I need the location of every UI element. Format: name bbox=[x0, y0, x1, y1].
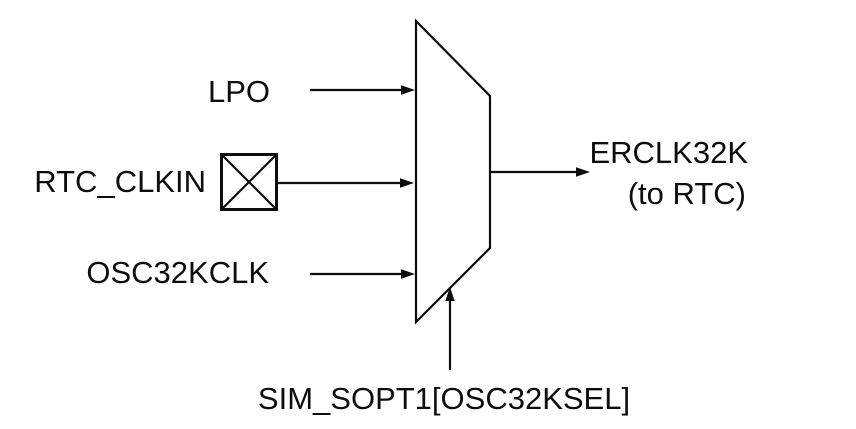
arrowhead-right-icon bbox=[576, 167, 590, 177]
arrowhead-up-icon bbox=[445, 287, 455, 301]
mux-shape bbox=[414, 18, 492, 325]
arrowhead-right-icon bbox=[400, 178, 414, 188]
erclk32k-destination-label: (to RTC) bbox=[628, 176, 746, 211]
osc32kclk-label: OSC32KCLK bbox=[86, 255, 269, 290]
lpo-input-arrow bbox=[310, 85, 415, 95]
pad-diagonal bbox=[222, 155, 276, 209]
rtc-clkin-input-arrow bbox=[278, 178, 414, 188]
erclk32k-label: ERCLK32K bbox=[589, 135, 748, 170]
arrowhead-right-icon bbox=[401, 269, 415, 279]
osc32kclk-input-arrow bbox=[310, 269, 415, 279]
mux-select-arrow bbox=[445, 287, 455, 370]
rtc-clkin-pin-pad-icon bbox=[220, 153, 278, 211]
arrowhead-right-icon bbox=[401, 85, 415, 95]
pad-box bbox=[220, 153, 278, 211]
erclk32k-output-arrow bbox=[491, 167, 590, 177]
rtc-clkin-label: RTC_CLKIN bbox=[34, 164, 206, 199]
lpo-label: LPO bbox=[208, 74, 270, 109]
mux-select-label: SIM_SOPT1[OSC32KSEL] bbox=[258, 381, 630, 416]
